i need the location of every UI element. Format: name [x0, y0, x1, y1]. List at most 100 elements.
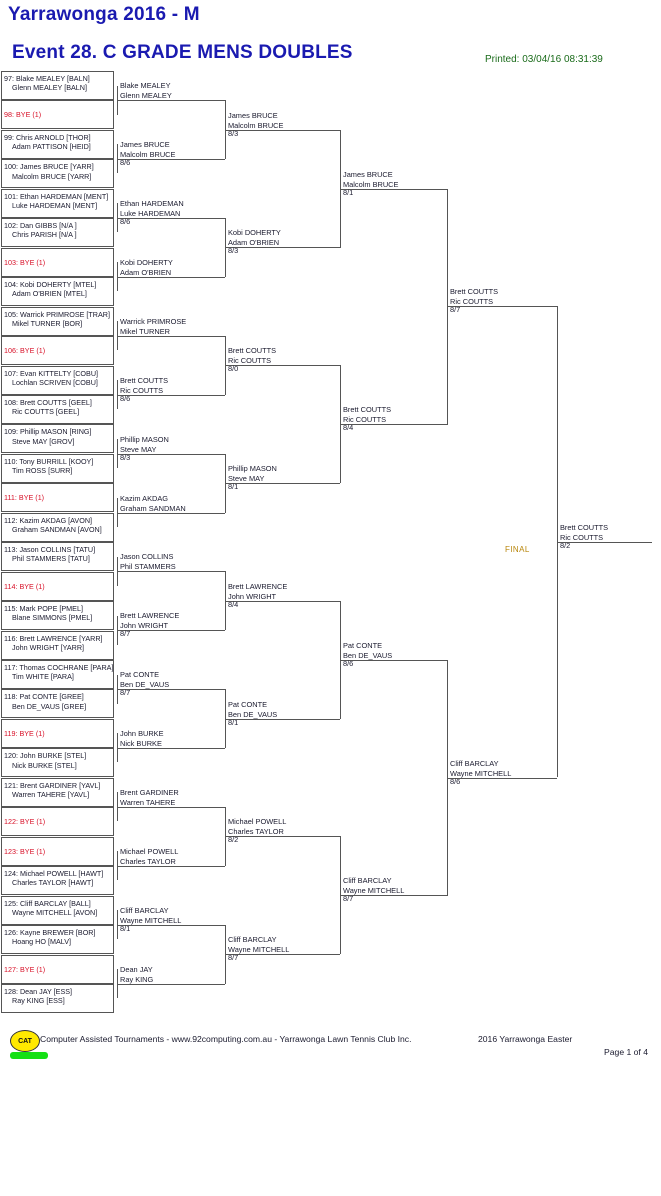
- round1-entry[interactable]: 106: BYE (1): [1, 336, 114, 366]
- round1-entry[interactable]: 113: Jason COLLINS [TATU]Phil STAMMERS […: [1, 542, 114, 572]
- round1-player-1: 128: Dean JAY [ESS]: [4, 986, 73, 996]
- round1-entry[interactable]: 123: BYE (1): [1, 836, 114, 866]
- bracket-connector-vertical: [447, 189, 448, 425]
- round1-entry[interactable]: 98: BYE (1): [1, 100, 114, 130]
- round1-entry[interactable]: 115: Mark POPE [PMEL]Blane SIMMONS [PMEL…: [1, 601, 114, 631]
- bracket-connector-vertical: [117, 439, 118, 468]
- round1-player-2: Ric COUTTS [GEEL]: [12, 407, 80, 417]
- round1-entry[interactable]: 103: BYE (1): [1, 247, 114, 277]
- bracket-connector-vertical: [225, 689, 226, 748]
- round1-entry[interactable]: 107: Evan KITTELTY [COBU]Lochlan SCRIVEN…: [1, 365, 114, 395]
- round1-entry[interactable]: 117: Thomas COCHRANE [PARA]Tim WHITE [PA…: [1, 660, 114, 689]
- round1-entry[interactable]: 109: Phillip MASON [RING]Steve MAY [GROV…: [1, 424, 114, 454]
- round1-entry[interactable]: 124: Michael POWELL [HAWT]Charles TAYLOR…: [1, 866, 114, 896]
- winner-player-1: Michael POWELL: [228, 817, 287, 826]
- round1-entry[interactable]: 99: Chris ARNOLD [THOR]Adam PATTISON [HE…: [1, 129, 114, 159]
- round1-entry[interactable]: 104: Kobi DOHERTY [MTEL]Adam O'BRIEN [MT…: [1, 277, 114, 307]
- round1-entry[interactable]: 126: Kayne BREWER [BOR]Hoang HO [MALV]: [1, 925, 114, 955]
- round1-player-2: Warren TAHERE [YAVL]: [12, 790, 90, 799]
- bracket-connector-vertical: [117, 910, 118, 939]
- match-score: 8/3: [228, 129, 239, 139]
- round1-entry[interactable]: 111: BYE (1): [1, 483, 114, 513]
- winner-player-2: Malcolm BRUCE: [343, 179, 399, 189]
- round1-entry[interactable]: 100: James BRUCE [YARR]Malcolm BRUCE [YA…: [1, 159, 114, 189]
- winner-player-2: Warren TAHERE: [120, 797, 176, 807]
- winner-player-1: Brett COUTTS: [560, 523, 609, 532]
- round1-entry[interactable]: 101: Ethan HARDEMAN [MENT]Luke HARDEMAN …: [1, 188, 114, 218]
- match-score: 8/6: [450, 777, 461, 787]
- round1-entry[interactable]: 112: Kazim AKDAG [AVON]Graham SANDMAN [A…: [1, 512, 114, 542]
- round1-entry[interactable]: 97: Blake MEALEY [BALN]Glenn MEALEY [BAL…: [1, 71, 114, 100]
- round1-entry[interactable]: 121: Brent GARDINER [YAVL]Warren TAHERE …: [1, 777, 114, 807]
- winner-player-2: Wayne MITCHELL: [228, 944, 290, 954]
- winner-player-1: Kobi DOHERTY: [120, 258, 173, 267]
- round1-entry[interactable]: 122: BYE (1): [1, 807, 114, 837]
- round1-entry[interactable]: 125: Cliff BARCLAY [BALL]Wayne MITCHELL …: [1, 895, 114, 925]
- round1-entry[interactable]: 127: BYE (1): [1, 954, 114, 984]
- round1-entry[interactable]: 110: Tony BURRILL [KOOY]Tim ROSS [SURR]: [1, 453, 114, 483]
- winner-player-1: Warrick PRIMROSE: [120, 317, 187, 326]
- round1-player-1: 101: Ethan HARDEMAN [MENT]: [4, 191, 109, 201]
- round1-entry[interactable]: 116: Brett LAWRENCE [YARR]John WRIGHT [Y…: [1, 630, 114, 660]
- bracket-connector-vertical: [117, 498, 118, 527]
- match-score: 8/7: [343, 894, 354, 904]
- round1-bye-label: 114: BYE (1): [4, 581, 45, 591]
- round1-entry[interactable]: 105: Warrick PRIMROSE [TRAR]Mikel TURNER…: [1, 306, 114, 336]
- round1-player-2: Graham SANDMAN [AVON]: [12, 524, 102, 534]
- round1-player-2: Charles TAYLOR [HAWT]: [12, 878, 94, 888]
- bracket-connector-vertical: [225, 571, 226, 630]
- round1-player-2: Steve MAY [GROV]: [12, 436, 75, 446]
- winner-player-1: Ethan HARDEMAN: [120, 199, 184, 208]
- round1-player-1: 97: Blake MEALEY [BALN]: [4, 74, 90, 83]
- winner-player-2: Mikel TURNER: [120, 326, 170, 336]
- winner-player-1: Brett COUTTS: [343, 405, 392, 414]
- winner-player-2: Charles TAYLOR: [228, 826, 284, 836]
- bracket-connector-horizontal: [117, 630, 225, 631]
- bracket-connector-horizontal: [225, 836, 340, 837]
- round1-entry[interactable]: 102: Dan GIBBS [N/A ]Chris PARISH [N/A ]: [1, 218, 114, 248]
- round1-player-1: 120: John BURKE [STEL]: [4, 751, 87, 761]
- winner-player-2: Wayne MITCHELL: [450, 768, 512, 778]
- footer-page-number: Page 1 of 4: [604, 1047, 648, 1057]
- footer-event-name: 2016 Yarrawonga Easter: [478, 1034, 573, 1044]
- round1-entry[interactable]: 114: BYE (1): [1, 571, 114, 601]
- round1-bye-label: 103: BYE (1): [4, 257, 46, 267]
- round1-entry[interactable]: 119: BYE (1): [1, 718, 114, 748]
- round1-entry[interactable]: 120: John BURKE [STEL]Nick BURKE [STEL]: [1, 748, 114, 778]
- winner-player-1: Michael POWELL: [120, 847, 179, 856]
- round1-entry[interactable]: 118: Pat CONTE [GREE]Ben DE_VAUS [GREE]: [1, 689, 114, 719]
- round1-entry[interactable]: 128: Dean JAY [ESS]Ray KING [ESS]: [1, 983, 114, 1013]
- round1-entry[interactable]: 108: Brett COUTTS [GEEL]Ric COUTTS [GEEL…: [1, 394, 114, 424]
